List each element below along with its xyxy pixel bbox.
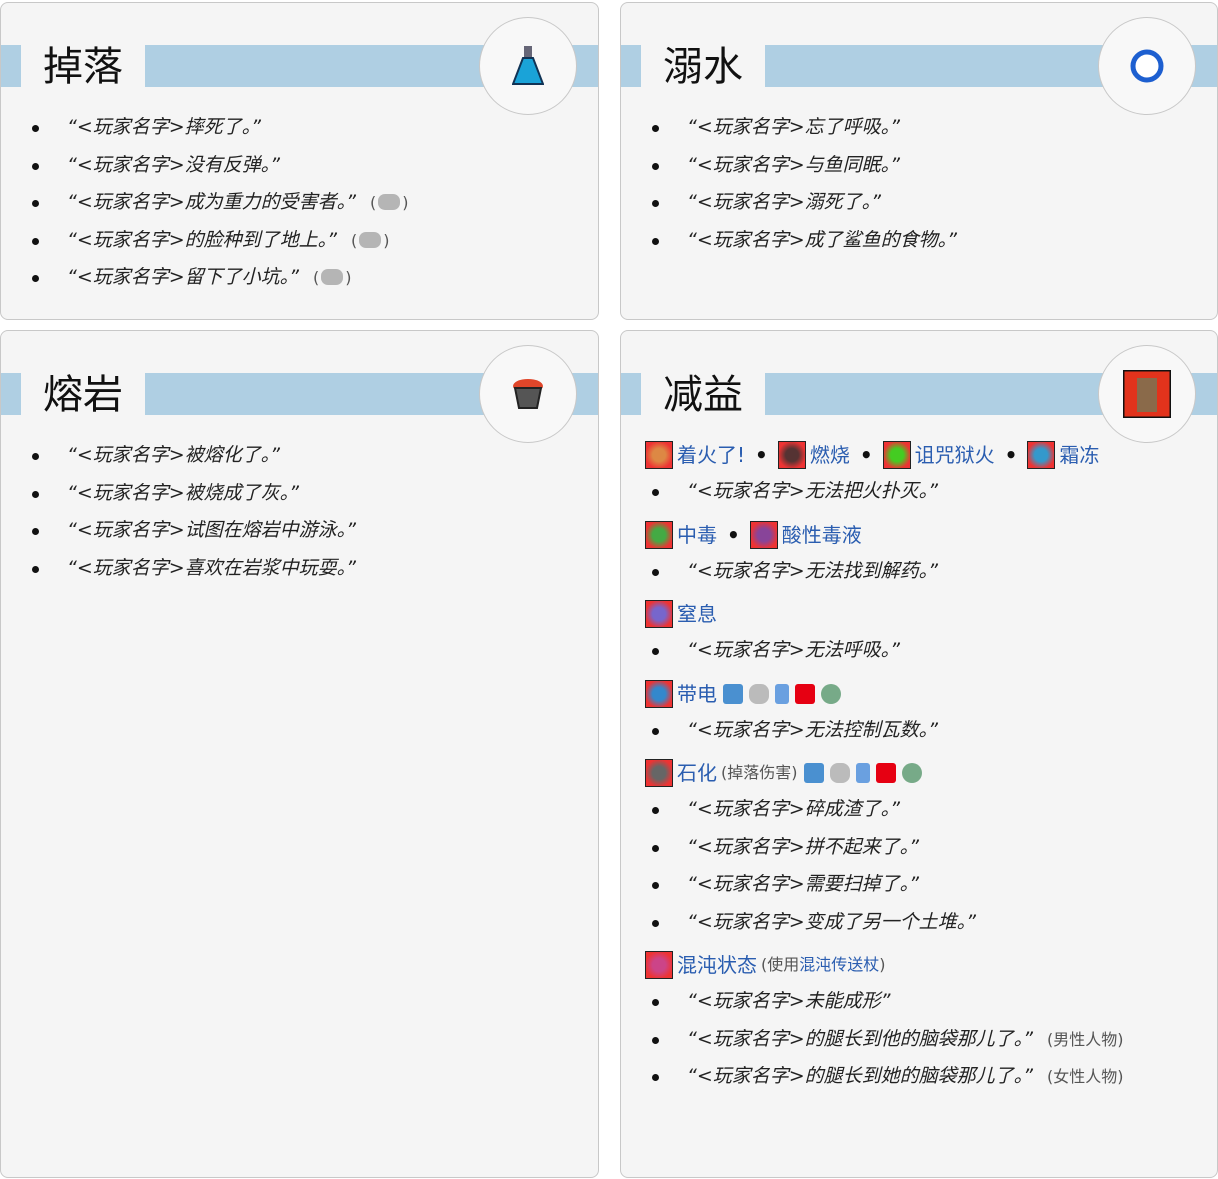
chaos-staff-link[interactable]: 混沌传送杖 [799, 955, 880, 974]
gamepad-icon [359, 231, 382, 248]
death-message: “<玩家名字>无法控制瓦数。” [649, 712, 1218, 750]
debuff-link[interactable]: 霜冻 [1059, 443, 1100, 467]
debuff-group-header: 中毒•酸性毒液 [645, 520, 1217, 549]
gamepad-icon [378, 194, 401, 210]
section-title: 熔岩 [21, 367, 145, 423]
death-message-list: “<玩家名字>无法找到解药。” [649, 553, 1218, 591]
debuff-icon [645, 441, 673, 469]
gamepad-icon [321, 269, 344, 285]
death-message-list: “<玩家名字>未能成形”“<玩家名字>的腿长到他的脑袋那儿了。”(男性人物)“<… [649, 983, 1218, 1096]
pc-icon [723, 683, 743, 704]
death-message-list: “<玩家名字>无法控制瓦数。” [649, 712, 1218, 750]
debuff-link[interactable]: 着火了! [677, 443, 746, 467]
potion-icon [479, 17, 577, 115]
section-title: 掉落 [21, 39, 145, 95]
debuff-link[interactable]: 带电 [677, 681, 717, 706]
death-message: “<玩家名字>无法找到解药。” [649, 553, 1218, 591]
console-only-note: () [370, 193, 409, 212]
death-message: “<玩家名字>被烧成了灰。” [29, 475, 588, 513]
mobile-icon [855, 763, 870, 783]
debuff-link[interactable]: 酸性毒液 [781, 522, 862, 547]
death-message: “<玩家名字>的腿长到他的脑袋那儿了。”(男性人物) [649, 1021, 1218, 1059]
switch-icon [875, 763, 896, 783]
lava-bucket-icon [479, 345, 577, 443]
debuff-icon [645, 759, 673, 787]
debuff-icon [882, 441, 911, 469]
death-message: “<玩家名字>试图在熔岩中游泳。” [29, 512, 588, 550]
death-message: “<玩家名字>溺死了。” [649, 184, 1207, 222]
death-message-list: “<玩家名字>碎成渣了。”“<玩家名字>拼不起来了。”“<玩家名字>需要扫掉了。… [649, 791, 1218, 941]
debuff-group-header: 石化(掉落伤害) [645, 759, 1217, 787]
debuff-icon [749, 520, 778, 549]
death-message-list: “<玩家名字>无法呼吸。” [649, 632, 1218, 670]
debuff-group-header: 着火了!•燃烧•诅咒狱火•霜冻 [645, 441, 1217, 469]
debuff-icon [645, 679, 673, 708]
debuff-group-header: 混沌状态(使用混沌传送杖) [645, 951, 1217, 979]
debuff-icon [777, 441, 806, 469]
death-message: “<玩家名字>未能成形” [649, 983, 1218, 1021]
debuff-link[interactable]: 混沌状态 [677, 953, 757, 977]
death-message: “<玩家名字>需要扫掉了。” [649, 866, 1218, 904]
debuff-icon [645, 520, 673, 549]
debuff-groups: 着火了!•燃烧•诅咒狱火•霜冻 “<玩家名字>无法把火扑灭。” 中毒•酸性毒液 “<玩… [621, 441, 1217, 1100]
death-message: “<玩家名字>碎成渣了。” [649, 791, 1218, 829]
section-debuffs: 减益着火了!•燃烧•诅咒狱火•霜冻 “<玩家名字>无法把火扑灭。” 中毒•酸性毒液 “… [620, 330, 1218, 1178]
death-message: “<玩家名字>无法呼吸。” [649, 632, 1218, 670]
debuff-icon [645, 600, 673, 628]
bubble-icon [1098, 17, 1196, 115]
debuff-link[interactable]: 燃烧 [809, 443, 850, 467]
debuff-icon [645, 951, 673, 979]
death-message-list: “<玩家名字>忘了呼吸。”“<玩家名字>与鱼同眠。”“<玩家名字>溺死了。”“<… [649, 109, 1207, 259]
death-message-list: “<玩家名字>摔死了。”“<玩家名字>没有反弹。”“<玩家名字>成为重力的受害者… [29, 109, 588, 297]
section-fall: 掉落 “<玩家名字>摔死了。”“<玩家名字>没有反弹。”“<玩家名字>成为重力的受… [0, 2, 599, 320]
death-message: “<玩家名字>忘了呼吸。” [649, 109, 1207, 147]
death-message: “<玩家名字>成为重力的受害者。”() [29, 184, 588, 222]
death-message: “<玩家名字>没有反弹。” [29, 147, 588, 185]
death-message: “<玩家名字>无法把火扑灭。” [649, 473, 1218, 511]
death-message-list: “<玩家名字>无法把火扑灭。” [649, 473, 1218, 511]
console-icon [829, 763, 850, 783]
debuff-link[interactable]: 石化 [677, 761, 717, 785]
death-message: “<玩家名字>留下了小坑。”() [29, 259, 588, 297]
death-message: “<玩家名字>喜欢在岩浆中玩耍。” [29, 550, 588, 588]
death-message: “<玩家名字>的脸种到了地上。”() [29, 222, 588, 260]
death-message: “<玩家名字>拼不起来了。” [649, 829, 1218, 867]
console-only-note: () [313, 268, 352, 287]
death-message: “<玩家名字>被熔化了。” [29, 437, 588, 475]
pc-icon [803, 763, 824, 783]
on-fire-debuff-icon [1098, 345, 1196, 443]
tmodloader-icon [901, 763, 922, 783]
debuff-link[interactable]: 窒息 [677, 602, 717, 626]
console-only-note: () [351, 230, 390, 250]
section-drowning: 溺水 “<玩家名字>忘了呼吸。”“<玩家名字>与鱼同眠。”“<玩家名字>溺死了。”… [620, 2, 1218, 320]
death-message-list: “<玩家名字>被熔化了。”“<玩家名字>被烧成了灰。”“<玩家名字>试图在熔岩中… [29, 437, 588, 587]
death-message: “<玩家名字>与鱼同眠。” [649, 147, 1207, 185]
debuff-group-header: 窒息 [645, 600, 1217, 628]
section-lava: 熔岩 “<玩家名字>被熔化了。”“<玩家名字>被烧成了灰。”“<玩家名字>试图在熔… [0, 330, 599, 1178]
death-message: “<玩家名字>成了鲨鱼的食物。” [649, 222, 1207, 260]
debuff-group-header: 带电 [645, 679, 1217, 708]
debuff-link[interactable]: 中毒 [677, 522, 717, 547]
debuff-icon [1027, 441, 1056, 469]
switch-icon [795, 683, 815, 704]
tmodloader-icon [821, 683, 841, 704]
death-message: “<玩家名字>变成了另一个土堆。” [649, 904, 1218, 942]
death-message: “<玩家名字>摔死了。” [29, 109, 588, 147]
section-title: 溺水 [641, 39, 765, 95]
console-icon [749, 683, 769, 704]
section-title: 减益 [641, 367, 765, 423]
death-message: “<玩家名字>的腿长到她的脑袋那儿了。”(女性人物) [649, 1058, 1218, 1096]
debuff-link[interactable]: 诅咒狱火 [914, 443, 995, 467]
mobile-icon [775, 683, 789, 704]
